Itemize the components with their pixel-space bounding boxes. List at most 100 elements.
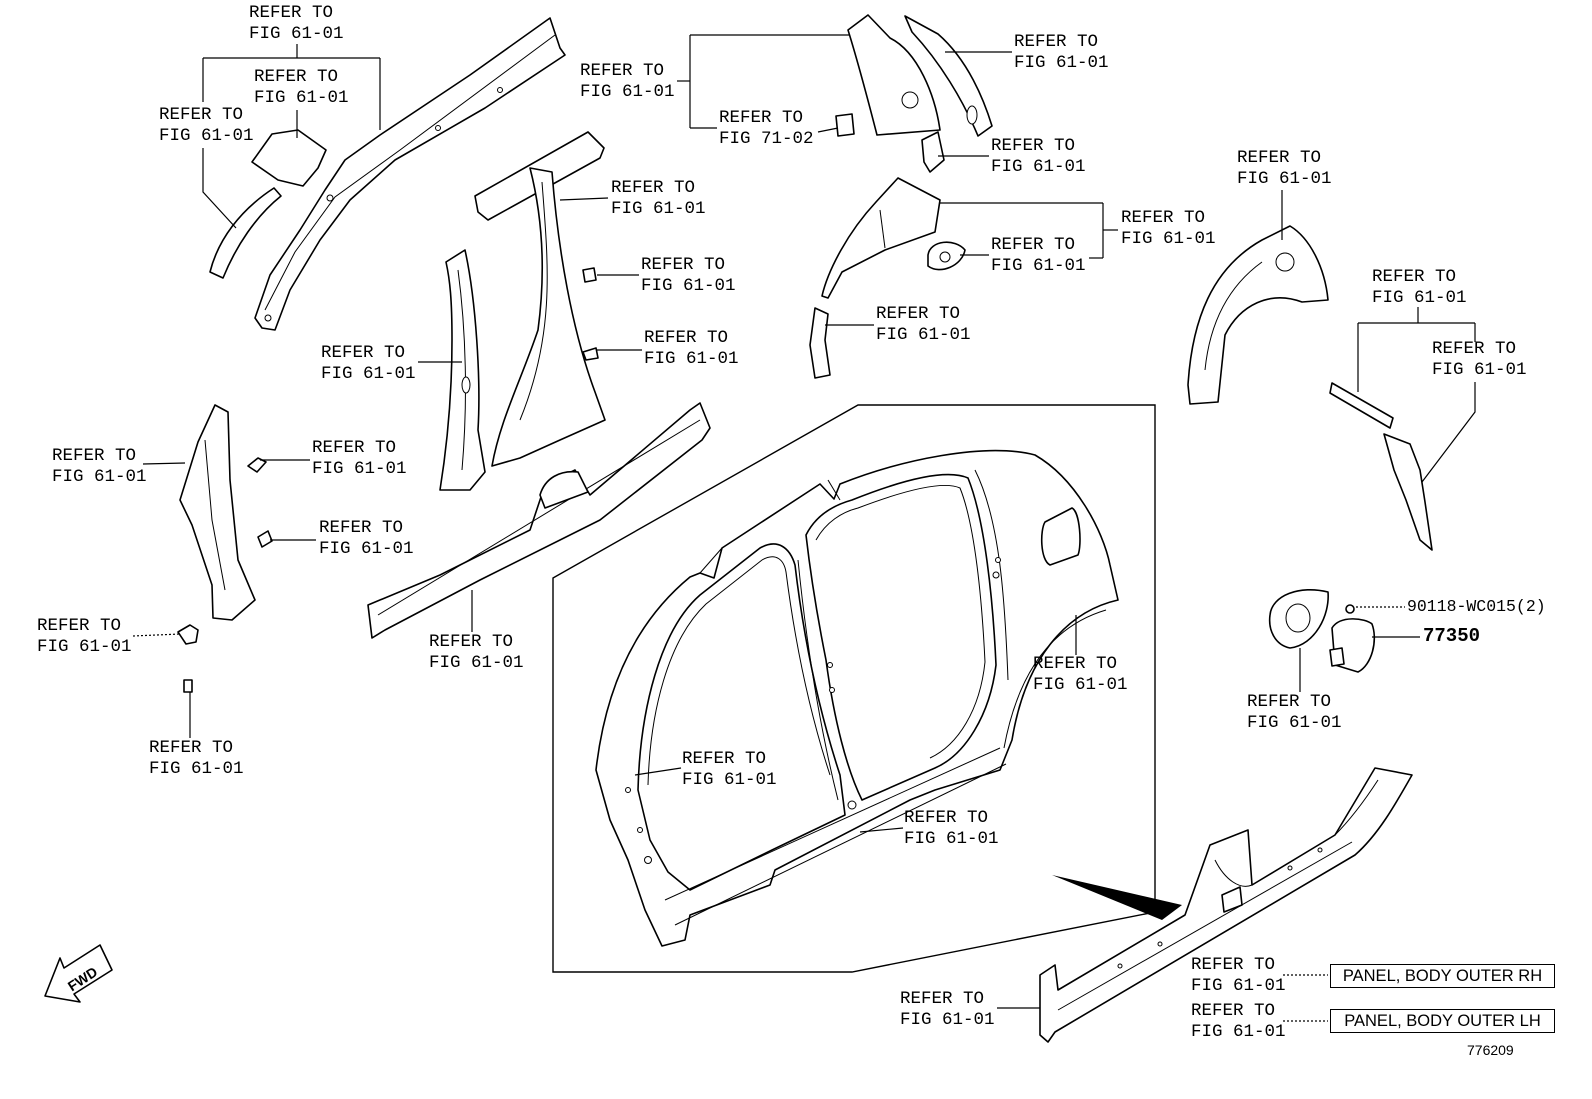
callout-line-2: FIG 61-01 (1191, 976, 1286, 996)
callout-refer-to-fig[interactable]: REFER TO FIG 61-01 (900, 989, 995, 1031)
rear-opening-inner-line (815, 485, 986, 759)
callout-refer-to-fig[interactable]: REFER TO FIG 61-01 (312, 438, 407, 480)
callout-refer-to-fig[interactable]: REFER TO FIG 61-01 (321, 343, 416, 385)
clip-part (183, 679, 193, 693)
callout-line-2: FIG 61-01 (876, 325, 971, 345)
forward-arrow-icon (44, 944, 113, 1003)
rocker-line (1057, 841, 1353, 1011)
callout-line-1: REFER TO (1432, 339, 1517, 359)
wheelhouse-line (1204, 261, 1263, 371)
roof-rail-curved-strip (209, 187, 282, 279)
fuel-lid-hinge (1329, 647, 1345, 667)
callout-line-2: FIG 61-01 (149, 759, 244, 779)
callout-line-1: REFER TO (37, 616, 122, 636)
callout-refer-to-fig[interactable]: REFER TO FIG 61-01 (991, 136, 1086, 178)
clip-part (257, 530, 273, 548)
wheel-arch-line (1003, 609, 1107, 749)
named-part-body-outer-rh[interactable]: PANEL, BODY OUTER RH (1330, 964, 1555, 988)
callout-refer-to-fig[interactable]: REFER TO FIG 61-01 (249, 3, 344, 45)
callout-line-2: FIG 61-01 (1191, 1022, 1286, 1042)
rocker-inner-panel (367, 402, 711, 639)
callout-line-2: FIG 61-01 (900, 1010, 995, 1030)
callout-refer-to-fig[interactable]: REFER TO FIG 61-01 (159, 105, 254, 147)
callout-refer-to-fig[interactable]: REFER TO FIG 61-01 (1372, 267, 1467, 309)
callout-refer-to-fig[interactable]: REFER TO FIG 61-01 (52, 446, 147, 488)
callout-line-2: FIG 61-01 (37, 637, 132, 657)
callout-line-1: REFER TO (1014, 32, 1099, 52)
part-number-fuel-lid[interactable]: 77350 (1423, 625, 1481, 647)
callout-line-1: REFER TO (644, 328, 729, 348)
rocker-tab (1221, 886, 1243, 913)
rocker-hole (1157, 941, 1163, 947)
callout-refer-to-fig[interactable]: REFER TO FIG 61-01 (876, 304, 971, 346)
callout-line-2: FIG 71-02 (719, 129, 814, 149)
callout-line-1: REFER TO (1247, 692, 1332, 712)
clip-part (247, 457, 267, 473)
callout-refer-to-fig[interactable]: REFER TO FIG 61-01 (37, 616, 132, 658)
clip-part (177, 624, 199, 645)
callout-refer-to-fig[interactable]: REFER TO FIG 61-01 (1191, 955, 1286, 997)
callout-line-2: FIG 61-01 (312, 459, 407, 479)
roof-gap-rear (827, 479, 841, 501)
callout-refer-to-fig[interactable]: REFER TO FIG 61-01 (1014, 32, 1109, 74)
callout-refer-to-fig[interactable]: REFER TO FIG 71-02 (719, 108, 814, 150)
center-pillar-inner (491, 167, 606, 467)
wheelhouse-hole (1275, 252, 1295, 272)
callout-line-2: FIG 61-01 (644, 349, 739, 369)
callout-refer-to-fig[interactable]: REFER TO FIG 61-01 (319, 518, 414, 560)
roof-rail-hole (326, 194, 334, 202)
clip-part (835, 113, 855, 137)
callout-refer-to-fig[interactable]: REFER TO FIG 61-01 (1121, 208, 1216, 250)
callout-line-2: FIG 61-01 (1372, 288, 1467, 308)
callout-refer-to-fig[interactable]: REFER TO FIG 61-01 (682, 749, 777, 791)
callout-refer-to-fig[interactable]: REFER TO FIG 61-01 (904, 808, 999, 850)
sill-bracket (539, 470, 589, 509)
callout-refer-to-fig[interactable]: REFER TO FIG 61-01 (254, 67, 349, 109)
callout-line-1: REFER TO (1033, 654, 1118, 674)
roof-rail-bracket (251, 129, 327, 187)
callout-line-1: REFER TO (991, 136, 1076, 156)
forward-direction-arrow: FWD (44, 944, 113, 1003)
named-part-body-outer-lh[interactable]: PANEL, BODY OUTER LH (1330, 1009, 1555, 1033)
callout-refer-to-fig[interactable]: REFER TO FIG 61-01 (580, 61, 675, 103)
callout-refer-to-fig[interactable]: REFER TO FIG 61-01 (149, 738, 244, 780)
callout-line-2: FIG 61-01 (429, 653, 524, 673)
callout-line-2: FIG 61-01 (991, 157, 1086, 177)
part-number-screw[interactable]: 90118-WC015(2) (1407, 597, 1546, 616)
callout-refer-to-fig[interactable]: REFER TO FIG 61-01 (611, 178, 706, 220)
body-hole (827, 662, 833, 668)
callout-line-2: FIG 61-01 (1247, 713, 1342, 733)
leader-line (1421, 382, 1476, 483)
callout-line-2: FIG 61-01 (1121, 229, 1216, 249)
center-pillar-line (519, 181, 548, 421)
callout-refer-to-fig[interactable]: REFER TO FIG 61-01 (641, 255, 736, 297)
callout-line-1: REFER TO (312, 438, 397, 458)
leader-line (859, 827, 904, 833)
screw-icon (1345, 604, 1355, 614)
callout-refer-to-fig[interactable]: REFER TO FIG 61-01 (1191, 1001, 1286, 1043)
callout-line-2: FIG 61-01 (1033, 675, 1128, 695)
callout-line-2: FIG 61-01 (1014, 53, 1109, 73)
callout-refer-to-fig[interactable]: REFER TO FIG 61-01 (1033, 654, 1128, 696)
front-pillar-lower (179, 404, 256, 621)
sill-line-lower (674, 763, 1007, 926)
callout-line-1: REFER TO (321, 343, 406, 363)
callout-refer-to-fig[interactable]: REFER TO FIG 61-01 (1247, 692, 1342, 734)
body-hole (829, 687, 835, 693)
rear-wheelhouse-inner (821, 177, 941, 299)
callout-line-2: FIG 61-01 (904, 829, 999, 849)
callout-refer-to-fig[interactable]: REFER TO FIG 61-01 (1237, 148, 1332, 190)
rear-door-opening (805, 473, 997, 801)
callout-refer-to-fig[interactable]: REFER TO FIG 61-01 (429, 632, 524, 674)
rear-quarter-line (974, 469, 1009, 681)
wheelhouse-hole (901, 91, 919, 109)
callout-line-1: REFER TO (900, 989, 985, 1009)
callout-refer-to-fig[interactable]: REFER TO FIG 61-01 (644, 328, 739, 370)
callout-refer-to-fig[interactable]: REFER TO FIG 61-01 (991, 235, 1086, 277)
front-pillar-lower-line (204, 439, 226, 591)
callout-line-1: REFER TO (1372, 267, 1457, 287)
leader-line (817, 127, 839, 133)
callout-refer-to-fig[interactable]: REFER TO FIG 61-01 (1432, 339, 1527, 381)
callout-line-2: FIG 61-01 (319, 539, 414, 559)
fuel-filler-opening (1285, 603, 1311, 633)
